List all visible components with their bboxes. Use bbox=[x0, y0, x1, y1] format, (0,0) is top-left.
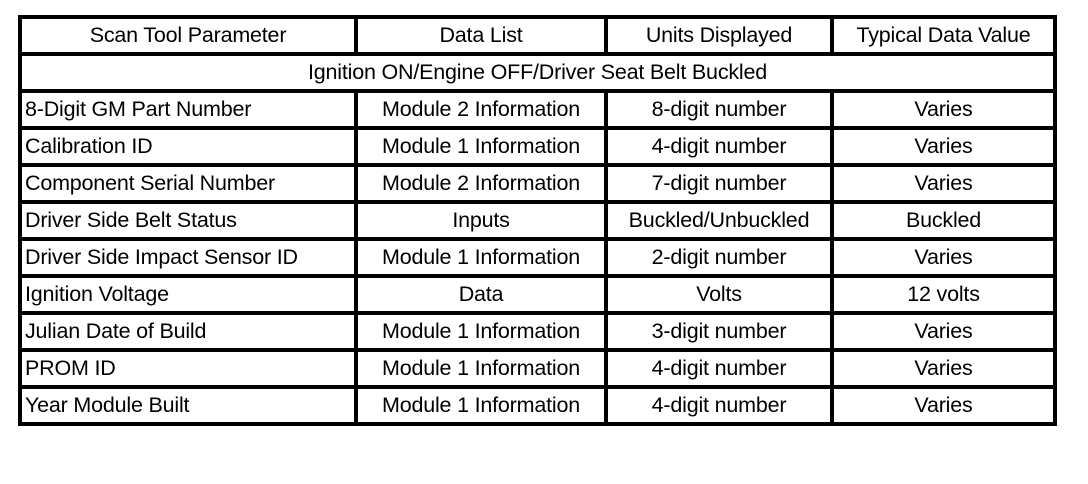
cell-data-list: Module 1 Information bbox=[354, 348, 608, 389]
table-row: Driver Side Belt Status Inputs Buckled/U… bbox=[18, 200, 1057, 241]
scan-tool-parameter-table-container: Scan Tool Parameter Data List Units Disp… bbox=[18, 15, 1057, 426]
cell-typical-value: Varies bbox=[830, 126, 1057, 167]
table-row: PROM ID Module 1 Information 4-digit num… bbox=[18, 348, 1057, 389]
cell-parameter: Year Module Built bbox=[18, 385, 358, 426]
table-row: Calibration ID Module 1 Information 4-di… bbox=[18, 126, 1057, 167]
section-banner: Ignition ON/Engine OFF/Driver Seat Belt … bbox=[18, 52, 1057, 93]
cell-parameter: Driver Side Belt Status bbox=[18, 200, 358, 241]
cell-units: 8-digit number bbox=[604, 89, 834, 130]
cell-parameter: 8-Digit GM Part Number bbox=[18, 89, 358, 130]
cell-parameter: Component Serial Number bbox=[18, 163, 358, 204]
table-row: Year Module Built Module 1 Information 4… bbox=[18, 385, 1057, 426]
cell-typical-value: Varies bbox=[830, 311, 1057, 352]
table-row: Julian Date of Build Module 1 Informatio… bbox=[18, 311, 1057, 352]
cell-typical-value: Varies bbox=[830, 89, 1057, 130]
cell-data-list: Data bbox=[354, 274, 608, 315]
table-row: Driver Side Impact Sensor ID Module 1 In… bbox=[18, 237, 1057, 278]
cell-units: 4-digit number bbox=[604, 348, 834, 389]
cell-units: 2-digit number bbox=[604, 237, 834, 278]
table-row: 8-Digit GM Part Number Module 2 Informat… bbox=[18, 89, 1057, 130]
cell-units: 7-digit number bbox=[604, 163, 834, 204]
cell-units: 4-digit number bbox=[604, 385, 834, 426]
cell-parameter: Calibration ID bbox=[18, 126, 358, 167]
cell-data-list: Module 2 Information bbox=[354, 163, 608, 204]
table-body: Ignition ON/Engine OFF/Driver Seat Belt … bbox=[18, 52, 1057, 426]
cell-data-list: Inputs bbox=[354, 200, 608, 241]
cell-typical-value: Varies bbox=[830, 237, 1057, 278]
cell-data-list: Module 2 Information bbox=[354, 89, 608, 130]
cell-units: 4-digit number bbox=[604, 126, 834, 167]
cell-units: Buckled/Unbuckled bbox=[604, 200, 834, 241]
cell-units: Volts bbox=[604, 274, 834, 315]
table-banner-row: Ignition ON/Engine OFF/Driver Seat Belt … bbox=[18, 52, 1057, 93]
column-header-units-displayed: Units Displayed bbox=[604, 15, 834, 56]
cell-data-list: Module 1 Information bbox=[354, 237, 608, 278]
cell-typical-value: Varies bbox=[830, 163, 1057, 204]
scan-tool-parameter-table: Scan Tool Parameter Data List Units Disp… bbox=[18, 15, 1057, 426]
cell-parameter: Ignition Voltage bbox=[18, 274, 358, 315]
table-row: Component Serial Number Module 2 Informa… bbox=[18, 163, 1057, 204]
table-header: Scan Tool Parameter Data List Units Disp… bbox=[18, 15, 1057, 56]
cell-parameter: PROM ID bbox=[18, 348, 358, 389]
cell-data-list: Module 1 Information bbox=[354, 311, 608, 352]
cell-typical-value: 12 volts bbox=[830, 274, 1057, 315]
cell-data-list: Module 1 Information bbox=[354, 126, 608, 167]
cell-typical-value: Varies bbox=[830, 385, 1057, 426]
cell-data-list: Module 1 Information bbox=[354, 385, 608, 426]
cell-units: 3-digit number bbox=[604, 311, 834, 352]
cell-parameter: Julian Date of Build bbox=[18, 311, 358, 352]
column-header-typical-data-value: Typical Data Value bbox=[830, 15, 1057, 56]
table-header-row: Scan Tool Parameter Data List Units Disp… bbox=[18, 15, 1057, 56]
cell-typical-value: Buckled bbox=[830, 200, 1057, 241]
column-header-data-list: Data List bbox=[354, 15, 608, 56]
cell-parameter: Driver Side Impact Sensor ID bbox=[18, 237, 358, 278]
column-header-scan-tool-parameter: Scan Tool Parameter bbox=[18, 15, 358, 56]
table-row: Ignition Voltage Data Volts 12 volts bbox=[18, 274, 1057, 315]
cell-typical-value: Varies bbox=[830, 348, 1057, 389]
